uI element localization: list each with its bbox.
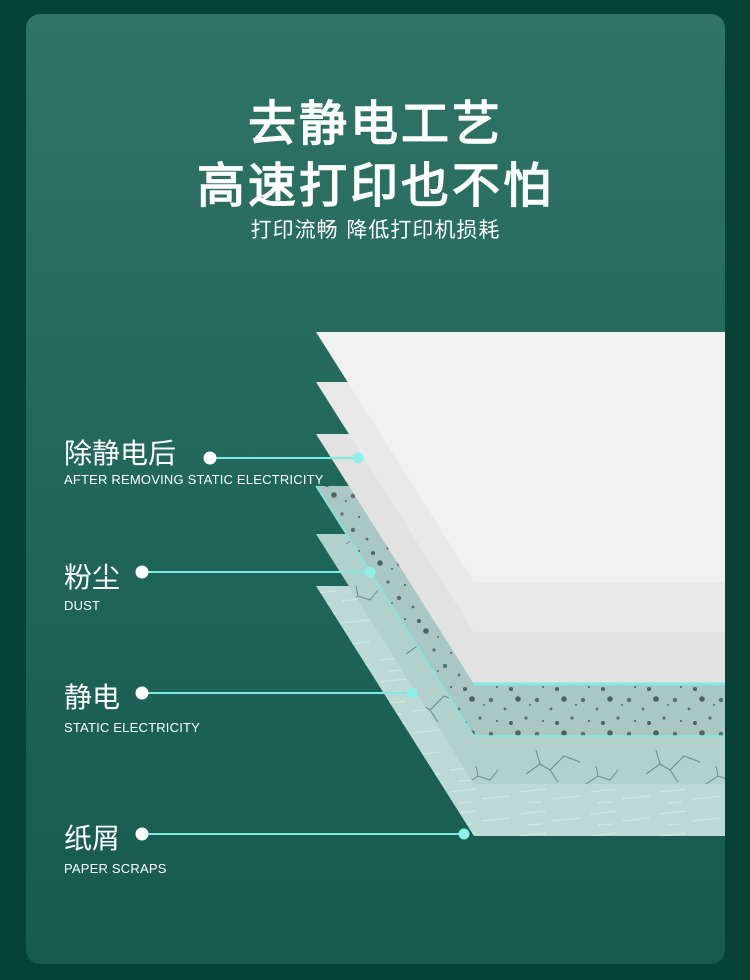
label-static-en: STATIC ELECTRICITY	[64, 720, 201, 735]
label-static-zh: 静电	[64, 681, 121, 714]
title-line-1: 去静电工艺	[247, 96, 503, 152]
layer-clean-paper-1	[316, 332, 725, 582]
label-after-removing-en: AFTER REMOVING STATIC ELECTRICITY	[64, 472, 324, 487]
connector-after-removing	[203, 451, 364, 465]
label-dust-en: DUST	[64, 598, 101, 613]
title-line-2: 高速打印也不怕	[196, 158, 554, 214]
connector-dust	[135, 565, 376, 579]
product-panel: 去静电工艺 高速打印也不怕 打印流畅 降低打印机损耗	[26, 14, 725, 964]
label-paper-scraps-zh: 纸屑	[64, 822, 121, 855]
label-after-removing-zh: 除静电后	[64, 437, 177, 470]
label-dust-zh: 粉尘	[64, 561, 121, 594]
connector-static	[135, 686, 418, 700]
paper-layer-illustration	[135, 332, 725, 841]
connector-paper-scraps	[135, 827, 470, 841]
subtitle: 打印流畅 降低打印机损耗	[250, 218, 501, 242]
label-paper-scraps-en: PAPER SCRAPS	[64, 861, 167, 876]
